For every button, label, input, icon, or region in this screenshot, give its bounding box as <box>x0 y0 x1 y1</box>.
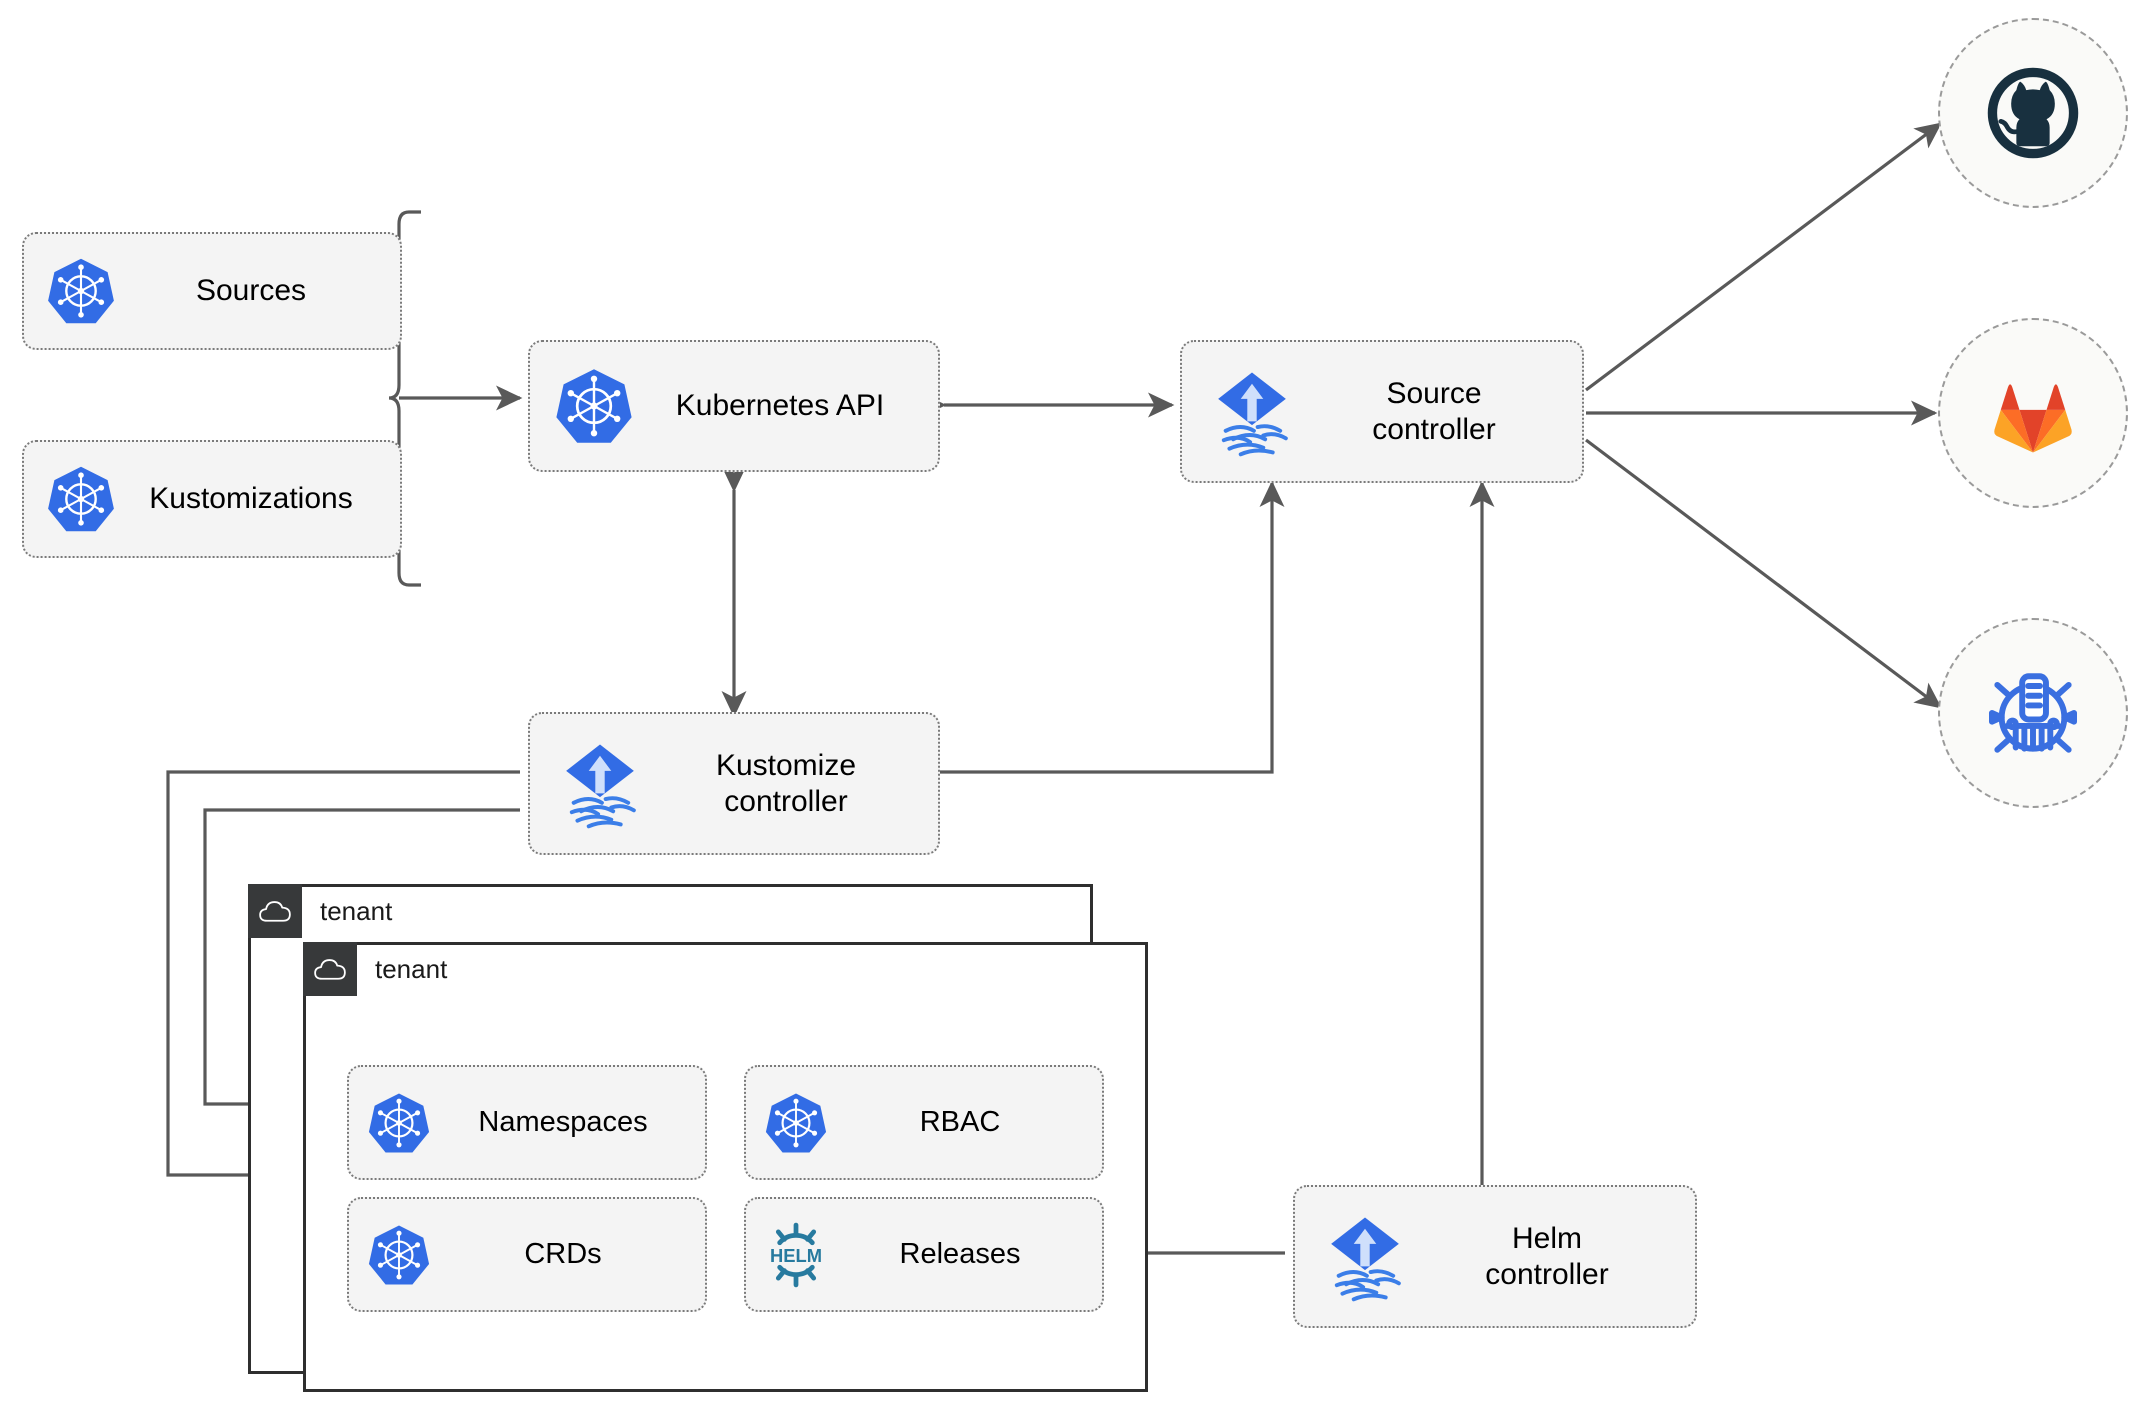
node-source-controller[interactable]: Source controller <box>1180 340 1584 483</box>
kubernetes-icon <box>42 256 120 326</box>
external-target-bucket[interactable] <box>1938 618 2128 808</box>
node-kubernetes-api[interactable]: Kubernetes API <box>528 340 940 472</box>
flux-icon <box>1313 1210 1417 1304</box>
node-label: Releases <box>899 1238 1021 1271</box>
github-icon <box>1987 67 2079 159</box>
node-label: Kustomizations <box>149 482 353 516</box>
tenant-label: tenant <box>375 953 448 984</box>
svg-text:HELM: HELM <box>770 1244 822 1265</box>
node-label: Source controller <box>1372 377 1496 446</box>
node-releases[interactable]: HELM Releases <box>744 1197 1104 1312</box>
node-label: CRDs <box>524 1238 602 1271</box>
cloud-icon <box>303 942 357 996</box>
flux-icon <box>1200 365 1304 459</box>
helm-icon: HELM <box>760 1221 832 1289</box>
flux-icon <box>548 737 652 831</box>
kubernetes-icon <box>363 1223 435 1287</box>
kubernetes-icon <box>363 1091 435 1155</box>
external-target-github[interactable] <box>1938 18 2128 208</box>
tenant-container-front: tenant Na <box>303 942 1148 1392</box>
bucket-icon <box>1988 673 2078 753</box>
tenant-label: tenant <box>320 895 393 926</box>
cloud-icon <box>248 884 302 938</box>
kubernetes-icon <box>548 366 640 446</box>
tenant-header: tenant <box>248 884 392 938</box>
tenant-header: tenant <box>303 942 447 996</box>
node-label: Namespaces <box>478 1106 648 1139</box>
node-label: RBAC <box>919 1106 1001 1139</box>
node-label: Helm controller <box>1485 1222 1609 1291</box>
kubernetes-icon <box>760 1091 832 1155</box>
node-sources[interactable]: Sources <box>22 232 402 350</box>
external-target-gitlab[interactable] <box>1938 318 2128 508</box>
node-namespaces[interactable]: Namespaces <box>347 1065 707 1180</box>
node-kustomizations[interactable]: Kustomizations <box>22 440 402 558</box>
node-helm-controller[interactable]: Helm controller <box>1293 1185 1697 1328</box>
node-label: Kubernetes API <box>675 389 885 423</box>
node-crds[interactable]: CRDs <box>347 1197 707 1312</box>
gitlab-icon <box>1994 384 2072 453</box>
node-label: Kustomize controller <box>715 749 857 818</box>
kubernetes-icon <box>42 464 120 534</box>
node-label: Sources <box>195 274 307 308</box>
node-kustomize-controller[interactable]: Kustomize controller <box>528 712 940 855</box>
node-rbac[interactable]: RBAC <box>744 1065 1104 1180</box>
